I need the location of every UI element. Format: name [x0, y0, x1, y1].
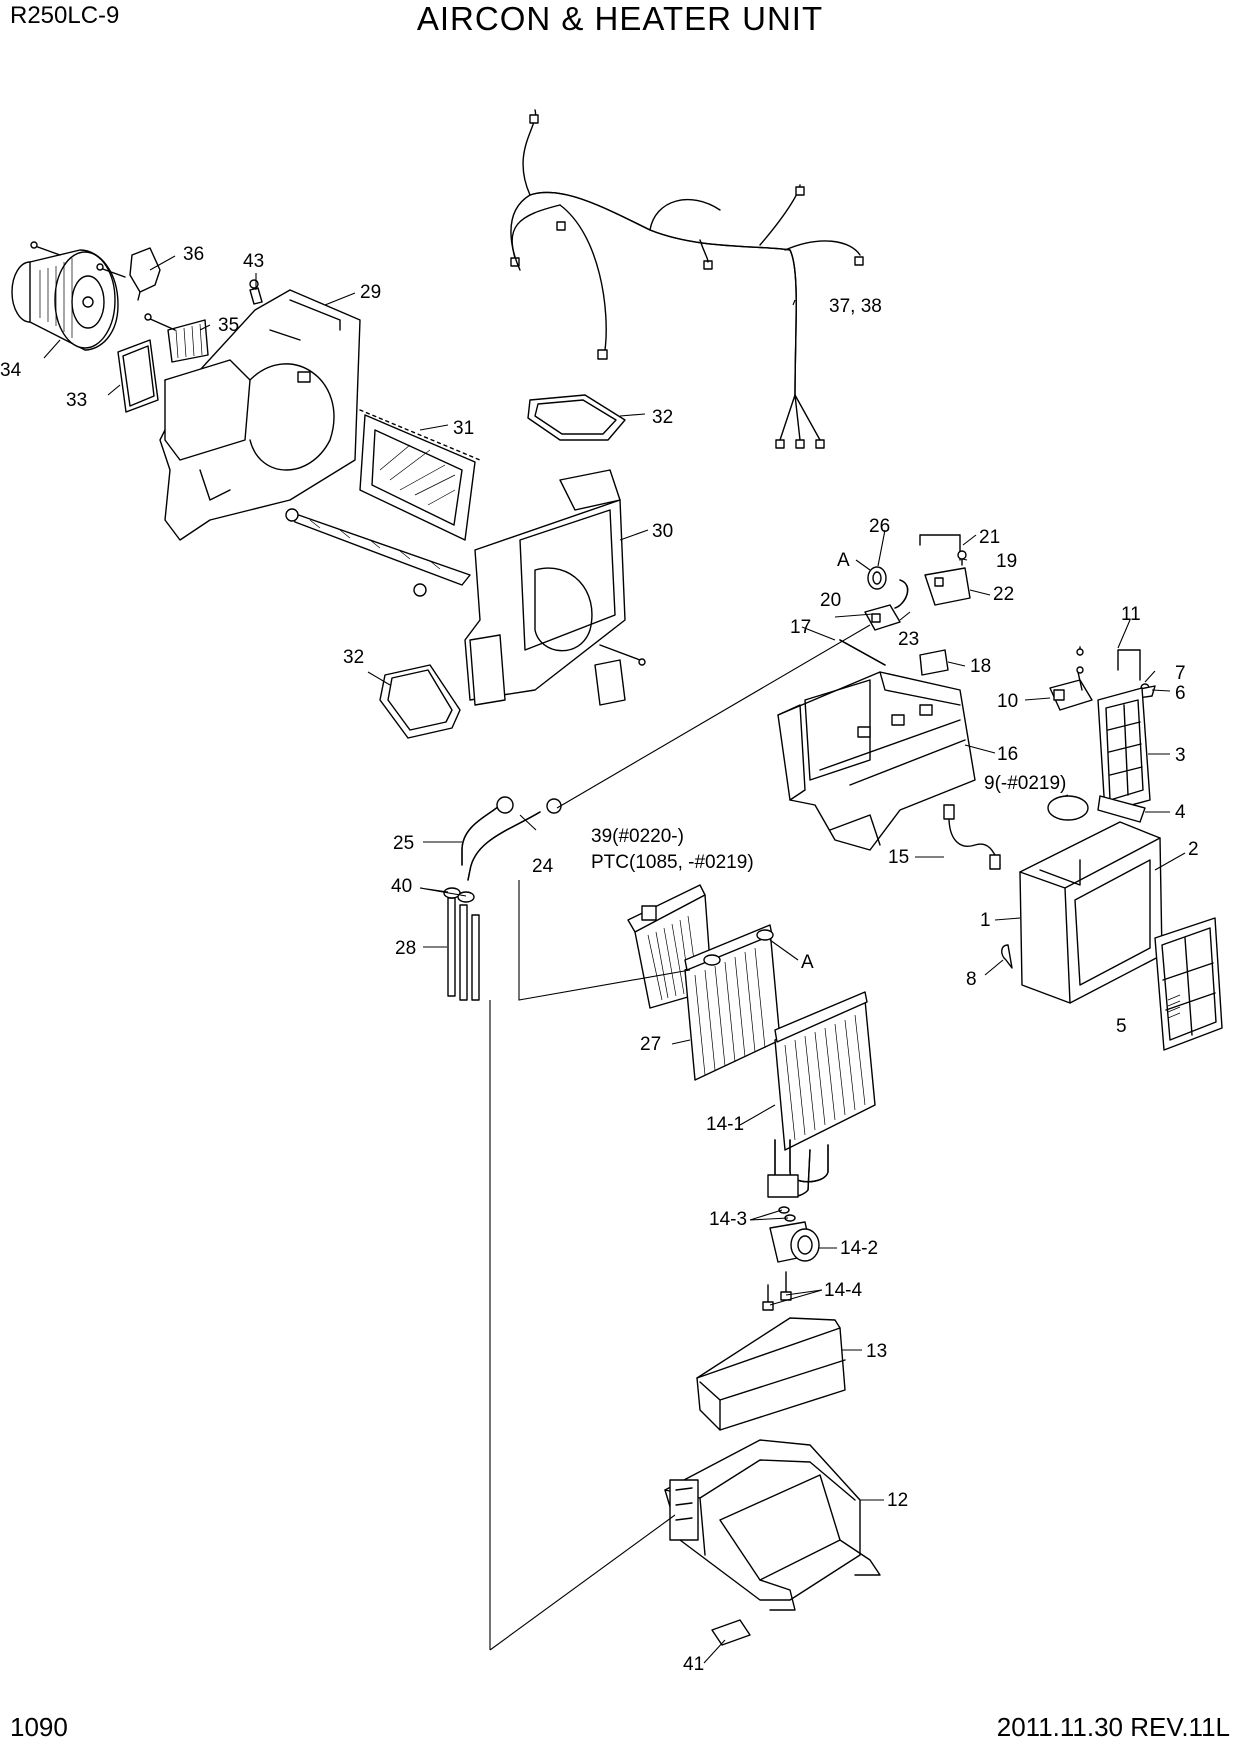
damper-31 [359, 409, 481, 541]
callout-15: 15 [888, 847, 909, 868]
callout-3: 3 [1175, 745, 1186, 766]
callout-16: 16 [997, 744, 1018, 765]
gasket-32-lower [379, 664, 461, 739]
callout-leaders [43, 255, 1186, 1664]
callout-21: 21 [979, 527, 1000, 548]
callout-26: 26 [869, 516, 890, 537]
seal-9 [1047, 795, 1089, 821]
clamp-26 [867, 566, 887, 590]
insulation-13 [696, 1317, 846, 1431]
callout-10: 10 [997, 691, 1018, 712]
callout-32-top: 32 [652, 407, 673, 428]
pipe-21 [919, 534, 961, 561]
model-number: R250LC-9 [10, 2, 120, 29]
valve-20 [864, 604, 901, 631]
callout-11: 11 [1121, 604, 1141, 625]
callout-20: 20 [820, 590, 841, 611]
revision-date: 2011.11.30 REV.11L [996, 1712, 1230, 1742]
callout-14-4: 14-4 [824, 1280, 862, 1301]
callout-labels: 36 43 29 35 34 33 31 32 30 32 37, 38 26 … [0, 244, 1199, 1675]
callout-8: 8 [966, 969, 977, 990]
wiring-harness [510, 109, 864, 449]
callout-29: 29 [360, 282, 381, 303]
actuator-36 [129, 247, 161, 301]
bracket-41 [711, 1619, 751, 1646]
callout-14-1: 14-1 [706, 1114, 744, 1135]
bolts-14-4 [762, 1271, 792, 1311]
seal-4 [1097, 795, 1146, 823]
callout-2: 2 [1188, 839, 1199, 860]
callout-6: 6 [1175, 683, 1186, 704]
callout-35: 35 [218, 315, 239, 336]
hose-24 [467, 798, 562, 881]
reference-lines [489, 624, 871, 1651]
callout-5: 5 [1116, 1016, 1127, 1037]
callout-41: 41 [683, 1654, 704, 1675]
screw-19 [957, 550, 967, 566]
callout-18: 18 [970, 656, 991, 677]
callout-33: 33 [66, 390, 87, 411]
hose-25 [461, 796, 514, 866]
callout-12: 12 [887, 1490, 908, 1511]
clip-8 [1001, 944, 1013, 969]
gasket-32-top [527, 394, 626, 441]
callout-39: 39(#0220-) [591, 826, 684, 847]
page-title: AIRCON & HEATER UNIT [416, 0, 824, 37]
evaporator-14-1 [767, 991, 876, 1198]
sensor-15 [943, 804, 1001, 870]
callout-14-2: 14-2 [840, 1238, 878, 1259]
callout-32-lower: 32 [343, 647, 364, 668]
actuator-22 [924, 567, 971, 606]
callout-40: 40 [391, 876, 412, 897]
callout-17: 17 [790, 617, 811, 638]
filter-case-1 [1019, 821, 1163, 1004]
screws-top-left [30, 241, 176, 331]
filter-grille-5 [1154, 917, 1223, 1051]
callout-34: 34 [0, 360, 22, 381]
callout-A-upper: A [837, 550, 850, 571]
blower-motor [11, 249, 119, 351]
expansion-valve-14-2 [769, 1221, 820, 1263]
tubes-28 [443, 887, 480, 1001]
callout-30: 30 [652, 521, 673, 542]
callout-31: 31 [453, 418, 474, 439]
callout-4: 4 [1175, 802, 1186, 823]
callout-23: 23 [898, 629, 919, 650]
callout-43: 43 [243, 251, 264, 272]
filter-3 [1097, 687, 1151, 813]
orings-14-3 [778, 1206, 796, 1222]
callout-39-ptc: PTC(1085, -#0219) [591, 852, 754, 873]
callout-1: 1 [980, 910, 991, 931]
module-18 [919, 649, 949, 676]
page-number: 1090 [10, 1712, 68, 1742]
damper-shaft [285, 508, 471, 597]
callout-24: 24 [532, 856, 554, 877]
callout-19: 19 [996, 551, 1017, 572]
heater-core-27 [684, 924, 781, 1081]
rod-11 [1117, 649, 1141, 681]
callout-14-3: 14-3 [709, 1209, 747, 1230]
callout-7: 7 [1175, 663, 1186, 684]
callout-13: 13 [866, 1341, 887, 1362]
callout-22: 22 [993, 584, 1014, 605]
resistor-35 [167, 319, 209, 363]
callout-36: 36 [183, 244, 204, 265]
callout-25: 25 [393, 833, 414, 854]
unit-case-16 [777, 671, 976, 851]
lower-case-12 [664, 1439, 881, 1611]
housing-30 [464, 469, 646, 706]
blower-case [159, 289, 361, 541]
callout-37-38: 37, 38 [829, 296, 882, 317]
callout-27: 27 [640, 1034, 661, 1055]
hose-23 [894, 579, 909, 609]
callout-9: 9(-#0219) [984, 773, 1066, 794]
callout-28: 28 [395, 938, 416, 959]
actuator-10 [1049, 646, 1093, 711]
callout-A-lower: A [801, 952, 814, 973]
